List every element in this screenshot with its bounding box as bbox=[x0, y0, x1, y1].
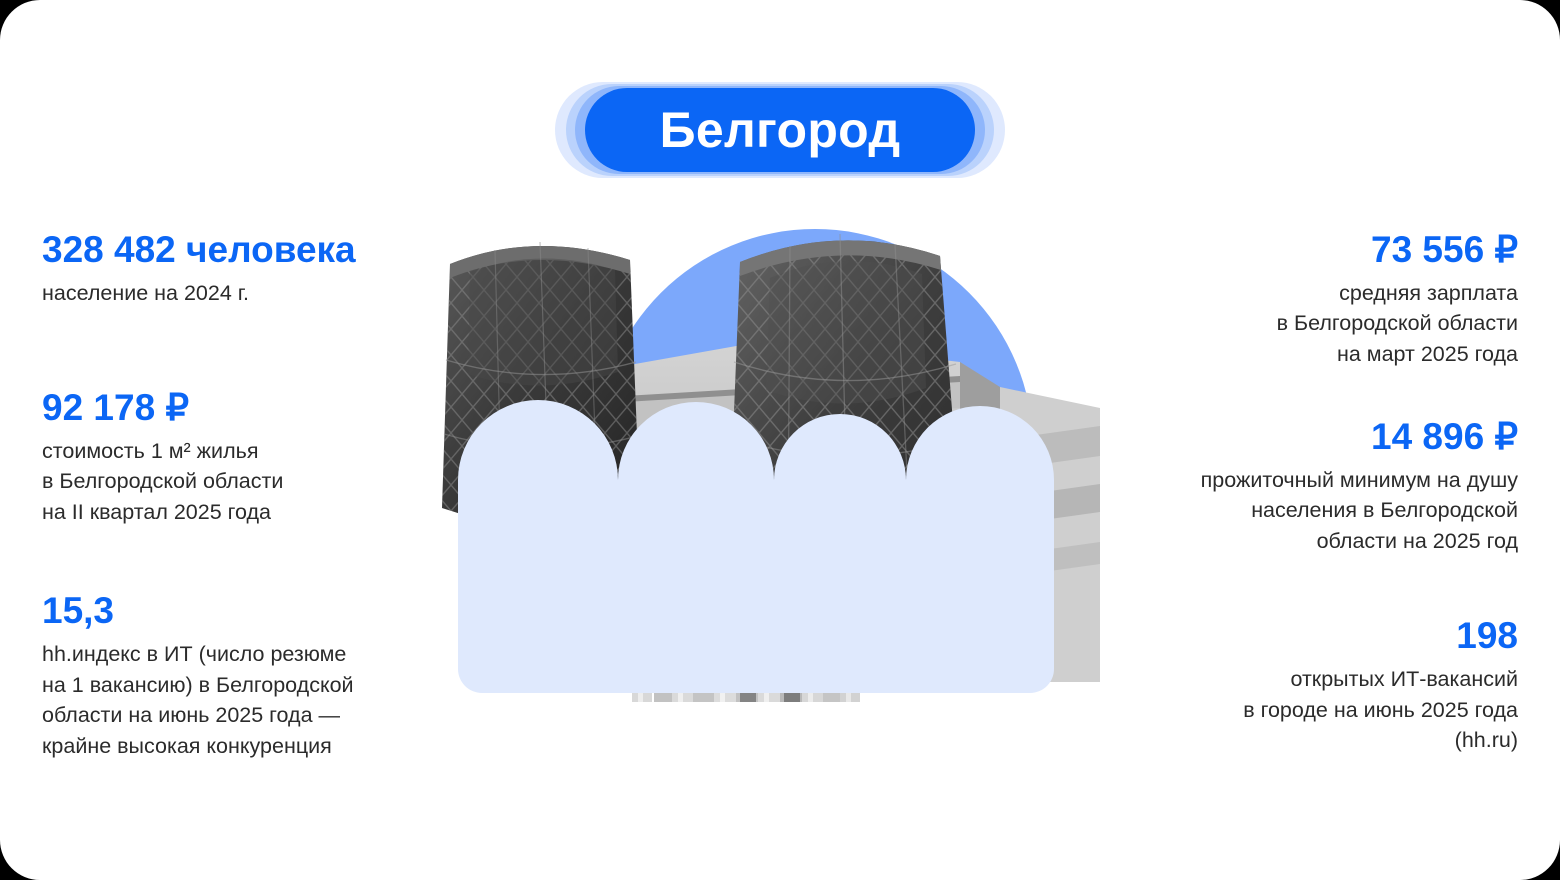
stat-housing-price: 92 178 ₽ стоимость 1 м² жилья в Белгород… bbox=[42, 386, 452, 527]
city-badge: Белгород bbox=[555, 80, 1005, 180]
stat-description: открытых ИТ-вакансий в городе на июнь 20… bbox=[1108, 664, 1518, 756]
stat-value: 198 bbox=[1456, 615, 1518, 657]
title-area: Белгород bbox=[0, 80, 1560, 180]
city-artwork bbox=[440, 212, 1110, 702]
stat-description: средняя зарплата в Белгородской области … bbox=[1108, 278, 1518, 370]
stat-value: 92 178 ₽ bbox=[42, 387, 189, 429]
stat-description: население на 2024 г. bbox=[42, 278, 452, 309]
desc-line: в Белгородской области bbox=[42, 469, 284, 494]
desc-line: области на 2025 год bbox=[1316, 528, 1518, 553]
stat-hh-index: 15,3 hh.индекс в ИТ (число резюме на 1 в… bbox=[42, 589, 452, 761]
desc-line: крайне высокая конкуренция bbox=[42, 733, 332, 758]
desc-line: в Белгородской области bbox=[1276, 311, 1518, 336]
right-stats-column: 73 556 ₽ средняя зарплата в Белгородской… bbox=[1108, 228, 1518, 756]
stat-description: стоимость 1 м² жилья в Белгородской обла… bbox=[42, 436, 452, 528]
stat-it-vacancies: 198 открытых ИТ-вакансий в городе на июн… bbox=[1108, 614, 1518, 755]
desc-line: hh.индекс в ИТ (число резюме bbox=[42, 642, 347, 667]
desc-line: средняя зарплата bbox=[1339, 280, 1518, 305]
stat-population: 328 482 человека население на 2024 г. bbox=[42, 228, 452, 308]
desc-line: в городе на июнь 2025 года bbox=[1243, 697, 1518, 722]
stat-value: 14 896 ₽ bbox=[1371, 416, 1518, 458]
desc-line: население на 2024 г. bbox=[42, 280, 249, 305]
desc-line: стоимость 1 м² жилья bbox=[42, 438, 259, 463]
desc-line: прожиточный минимум на душу bbox=[1200, 467, 1518, 492]
badge-pill: Белгород bbox=[585, 88, 975, 172]
desc-line: (hh.ru) bbox=[1454, 728, 1518, 753]
cloud-foreground bbox=[458, 400, 1054, 693]
stat-value: 328 482 человека bbox=[42, 229, 356, 270]
stat-average-salary: 73 556 ₽ средняя зарплата в Белгородской… bbox=[1108, 228, 1518, 369]
left-stats-column: 328 482 человека население на 2024 г. 92… bbox=[42, 228, 452, 761]
desc-line: на 1 вакансию) в Белгородской bbox=[42, 672, 354, 697]
desc-line: на март 2025 года bbox=[1336, 341, 1518, 366]
page-title: Белгород bbox=[659, 102, 901, 158]
stat-value: 73 556 ₽ bbox=[1371, 229, 1518, 270]
stat-description: hh.индекс в ИТ (число резюме на 1 ваканс… bbox=[42, 639, 452, 761]
desc-line: на II квартал 2025 года bbox=[42, 499, 271, 524]
stat-description: прожиточный минимум на душу населения в … bbox=[1108, 465, 1518, 557]
stat-value: 15,3 bbox=[42, 590, 115, 632]
desc-line: открытых ИТ-вакансий bbox=[1290, 667, 1518, 692]
stat-living-wage: 14 896 ₽ прожиточный минимум на душу нас… bbox=[1108, 415, 1518, 556]
desc-line: населения в Белгородской bbox=[1251, 498, 1518, 523]
desc-line: области на июнь 2025 года — bbox=[42, 703, 341, 728]
